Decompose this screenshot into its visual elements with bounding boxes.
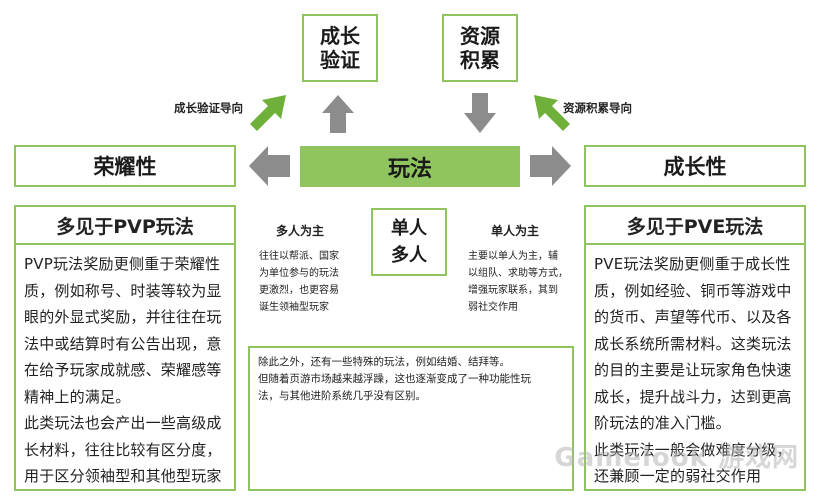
resource-accumulate-line2: 积累 (460, 48, 500, 72)
arrow-right-gray (530, 146, 571, 186)
growth-verify-line2: 验证 (320, 48, 360, 72)
pve-line: 此类玩法一般会做难度分级， (594, 440, 792, 459)
singleplayer-desc: 主要以单人为主，辅 以组队、求助等方式， 增强玩家联系，其到 弱社交作用 (468, 248, 580, 316)
pvp-line: 法中或结算时有公告出现，意 (24, 334, 222, 353)
arrow-up-gray (322, 95, 354, 133)
resource-accumulate-line1: 资源 (460, 24, 500, 48)
multiplayer-heading: 多人为主 (276, 224, 325, 238)
singleplayer-desc-line: 增强玩家联系，其到 (468, 285, 558, 296)
pvp-line: 长材料，往往比较有区分度， (24, 440, 222, 459)
multiplayer-desc-line: 更激烈，也更容易 (259, 285, 339, 296)
special-gameplay-note: 除此之外，还有一些特殊的玩法，例如结婚、结拜等。 但随着页游市场越来越浮躁，这也… (248, 346, 574, 491)
pve-line: 成长，提升战斗力，达到更高 (594, 387, 792, 406)
singleplayer-heading: 单人为主 (491, 224, 540, 238)
arrow-green-left (250, 95, 286, 131)
pve-panel-body: PVE玩法奖励更侧重于成长性 质，例如经验、铜币等游戏中 的货币、声望等代币、以… (586, 245, 804, 490)
multiplayer-desc: 往往以帮派、国家 为单位参与的玩法 更激烈，也更容易 诞生领袖型玩家 (259, 248, 359, 316)
singleplayer-desc-line: 以组队、求助等方式， (468, 268, 568, 279)
pve-line: 成长系统所需材料。这类玩法 (594, 334, 792, 353)
pvp-line: PVP玩法奖励更侧重于荣耀性 (24, 255, 221, 273)
pve-panel-title: 多见于PVE玩法 (586, 207, 804, 245)
resource-accumulate-direction-label: 资源积累导向 (563, 101, 632, 115)
growth-verify-direction-label: 成长验证导向 (174, 101, 243, 115)
pve-line: 的货币、声望等代币、以及各 (594, 308, 792, 326)
resource-accumulate-box: 资源 积累 (442, 14, 518, 82)
arrow-down-gray (464, 93, 496, 133)
pvp-panel: 多见于PVP玩法 PVP玩法奖励更侧重于荣耀性 质，例如称号、时装等较为显 眼的… (14, 205, 236, 491)
pvp-line: 眼的外显式奖励，并往往在玩 (24, 308, 222, 326)
multiplayer-desc-line: 为单位参与的玩法 (259, 268, 339, 279)
pvp-line: 质，例如称号、时装等较为显 (24, 281, 222, 300)
single-multi-box: 单人 多人 (371, 208, 447, 276)
pve-line: 的目的主要是让玩家角色快速 (594, 361, 792, 379)
pvp-line: 精神上的满足。 (24, 387, 131, 406)
multiplayer-desc-line: 往往以帮派、国家 (259, 251, 339, 262)
pve-line: 质，例如经验、铜币等游戏中 (594, 281, 792, 300)
pvp-panel-title: 多见于PVP玩法 (16, 207, 234, 245)
multiplayer-desc-line: 诞生领袖型玩家 (259, 302, 329, 313)
growth-verify-box: 成长 验证 (302, 14, 378, 82)
growth-box: 成长性 (584, 145, 806, 187)
arrow-green-right (534, 95, 570, 131)
note-line: 除此之外，还有一些特殊的玩法，例如结婚、结拜等。 (258, 356, 510, 368)
singleplayer-desc-line: 弱社交作用 (468, 302, 518, 313)
multi-label: 多人 (391, 245, 427, 266)
pve-line: PVE玩法奖励更侧重于成长性 (594, 255, 791, 273)
singleplayer-desc-line: 主要以单人为主，辅 (468, 251, 558, 262)
note-line: 法，与其他进阶系统几乎没有区别。 (258, 390, 426, 402)
pvp-line: 此类玩法也会产出一些高级成 (24, 414, 222, 432)
gameplay-title: 玩法 (300, 146, 520, 187)
growth-verify-line1: 成长 (320, 24, 360, 48)
single-label: 单人 (391, 218, 427, 239)
pvp-line: 在给予玩家成就感、荣耀感等 (24, 361, 222, 379)
pve-panel: 多见于PVE玩法 PVE玩法奖励更侧重于成长性 质，例如经验、铜币等游戏中 的货… (584, 205, 806, 491)
pvp-line: 用于区分领袖型和其他型玩家 (24, 467, 222, 485)
pve-line: 阶玩法的准入门槛。 (594, 414, 731, 432)
pve-line: 还兼顾一定的弱社交作用 (594, 467, 762, 485)
pvp-panel-body: PVP玩法奖励更侧重于荣耀性 质，例如称号、时装等较为显 眼的外显式奖励，并往往… (16, 245, 234, 490)
honor-box: 荣耀性 (14, 145, 236, 187)
note-line: 但随着页游市场越来越浮躁，这也逐渐变成了一种功能性玩 (258, 373, 531, 385)
watermark: Gamelook 游戏网 (554, 443, 799, 473)
arrow-left-gray (249, 146, 290, 186)
